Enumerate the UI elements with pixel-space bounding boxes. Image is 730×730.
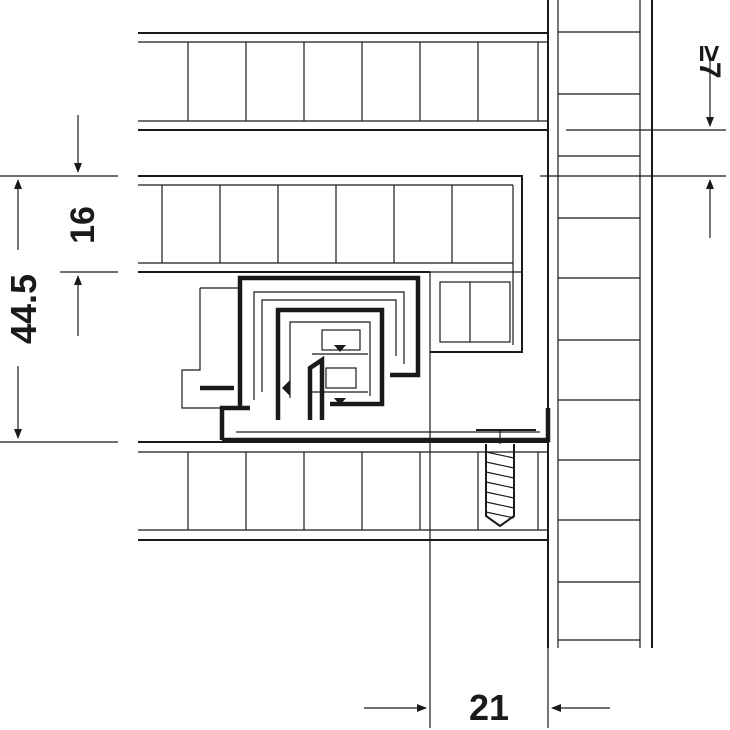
cabinet-side-panel [547,0,653,648]
top-board [138,32,548,131]
dimension-16: 16 [60,115,118,336]
dimension-min-7: ≥7 [540,45,726,238]
dimension-min-7-label: ≥7 [693,45,726,78]
dimension-21-label: 21 [469,687,509,728]
dimension-16-label: 16 [64,206,102,244]
drawer-side-board [138,175,523,353]
dimension-44-5: 44.5 [0,175,118,443]
dimension-21: 21 [364,687,610,728]
dimension-44-5-label: 44.5 [3,274,44,344]
mounting-screw [476,429,536,528]
runner-profile [181,275,551,443]
